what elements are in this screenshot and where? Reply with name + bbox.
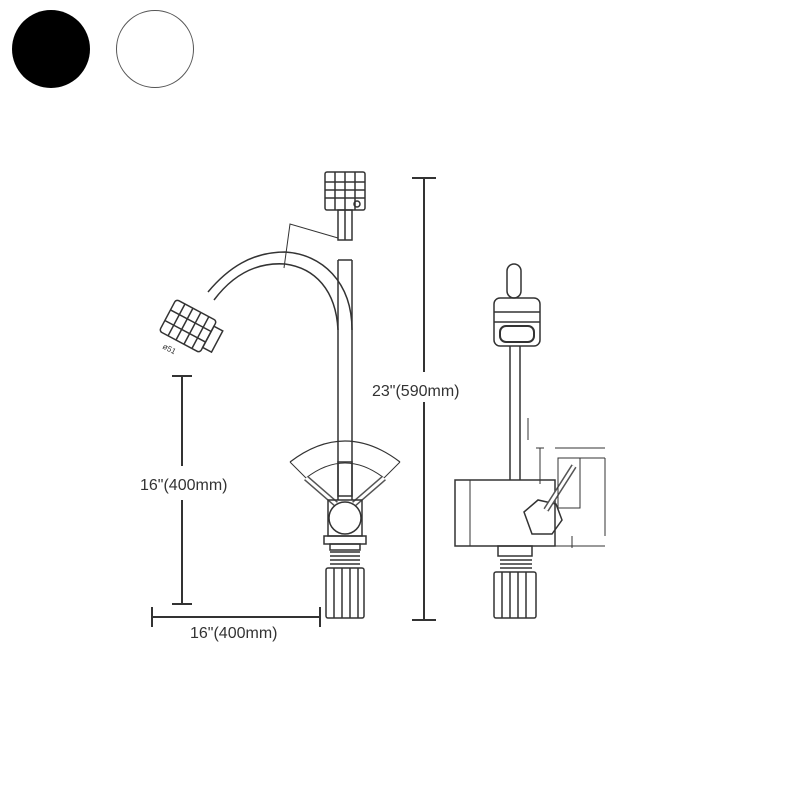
- dimension-reach-height: [172, 375, 192, 605]
- front-view: ø51: [159, 171, 401, 619]
- leader-line: [283, 223, 339, 269]
- reach-height-dimension-label: 16"(400mm): [140, 477, 227, 494]
- handle-levers: [304, 461, 386, 507]
- height-dimension-label: 23"(590mm): [372, 383, 459, 400]
- riser-pipe: [337, 259, 353, 500]
- color-swatch-white[interactable]: [116, 10, 194, 88]
- spray-head: [159, 299, 224, 354]
- aerator-diameter-label: ø51: [161, 342, 178, 357]
- side-view: [454, 263, 606, 619]
- cartridge-top: [324, 171, 366, 241]
- handle-arc: [289, 440, 401, 479]
- valve-body: [323, 499, 367, 619]
- dimension-total-height: [412, 177, 436, 621]
- color-swatch-black[interactable]: [12, 10, 90, 88]
- reach-width-dimension-label: 16"(400mm): [190, 625, 277, 642]
- dimension-reach-width: [151, 607, 321, 627]
- curved-spout: [207, 251, 353, 331]
